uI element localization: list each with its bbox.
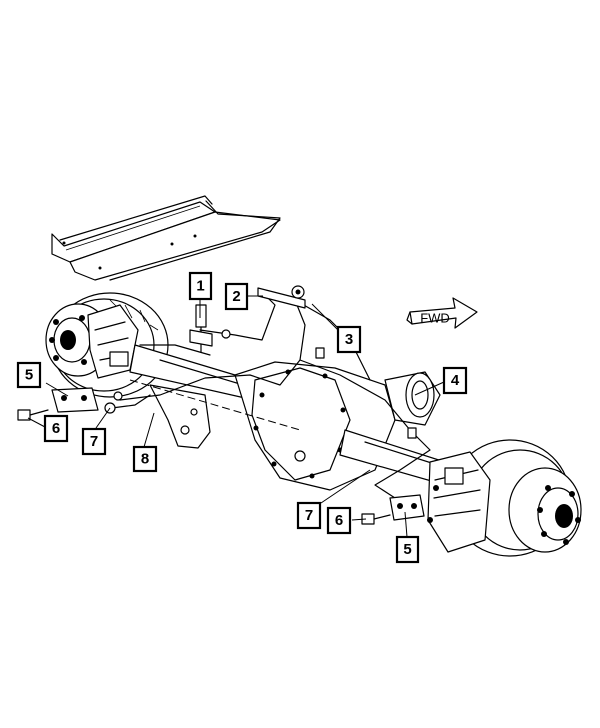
callout-label: 5 (403, 541, 411, 558)
junction-block (257, 285, 306, 309)
callout-label: 7 (90, 433, 98, 450)
leader-lines (27, 295, 445, 538)
callout-label: 1 (196, 278, 204, 295)
callout-label: 6 (335, 512, 343, 529)
callout-5-right: 5 (395, 535, 420, 564)
callout-1: 1 (188, 271, 213, 301)
left-bracket (17, 387, 123, 421)
callout-7-right: 7 (296, 501, 322, 530)
callout-label: 3 (345, 331, 353, 348)
callout-6-right: 6 (326, 506, 352, 535)
callout-label: 6 (52, 420, 60, 437)
right-brake-rotor (427, 439, 582, 557)
frame-rail (51, 195, 281, 281)
brake-hose (189, 304, 213, 353)
right-bracket (361, 494, 425, 525)
fwd-arrow: FWD (406, 297, 478, 329)
callout-4: 4 (442, 366, 468, 395)
callout-6-left: 6 (43, 414, 69, 443)
differential-housing (234, 361, 441, 491)
left-brake-rotor (45, 292, 211, 398)
callout-label: 5 (25, 367, 33, 384)
callout-3: 3 (336, 325, 362, 354)
brake-lines (111, 291, 431, 501)
fwd-arrow-label: FWD (420, 311, 450, 326)
callout-label: 2 (232, 288, 240, 305)
callout-2: 2 (224, 282, 249, 311)
left-axle-tube (129, 344, 246, 449)
callout-5-left: 5 (16, 361, 42, 389)
callout-7-left: 7 (81, 427, 107, 456)
callout-label: 7 (305, 507, 313, 524)
callout-label: 8 (141, 451, 149, 468)
callout-label: 4 (451, 372, 460, 389)
callout-8: 8 (132, 445, 158, 473)
